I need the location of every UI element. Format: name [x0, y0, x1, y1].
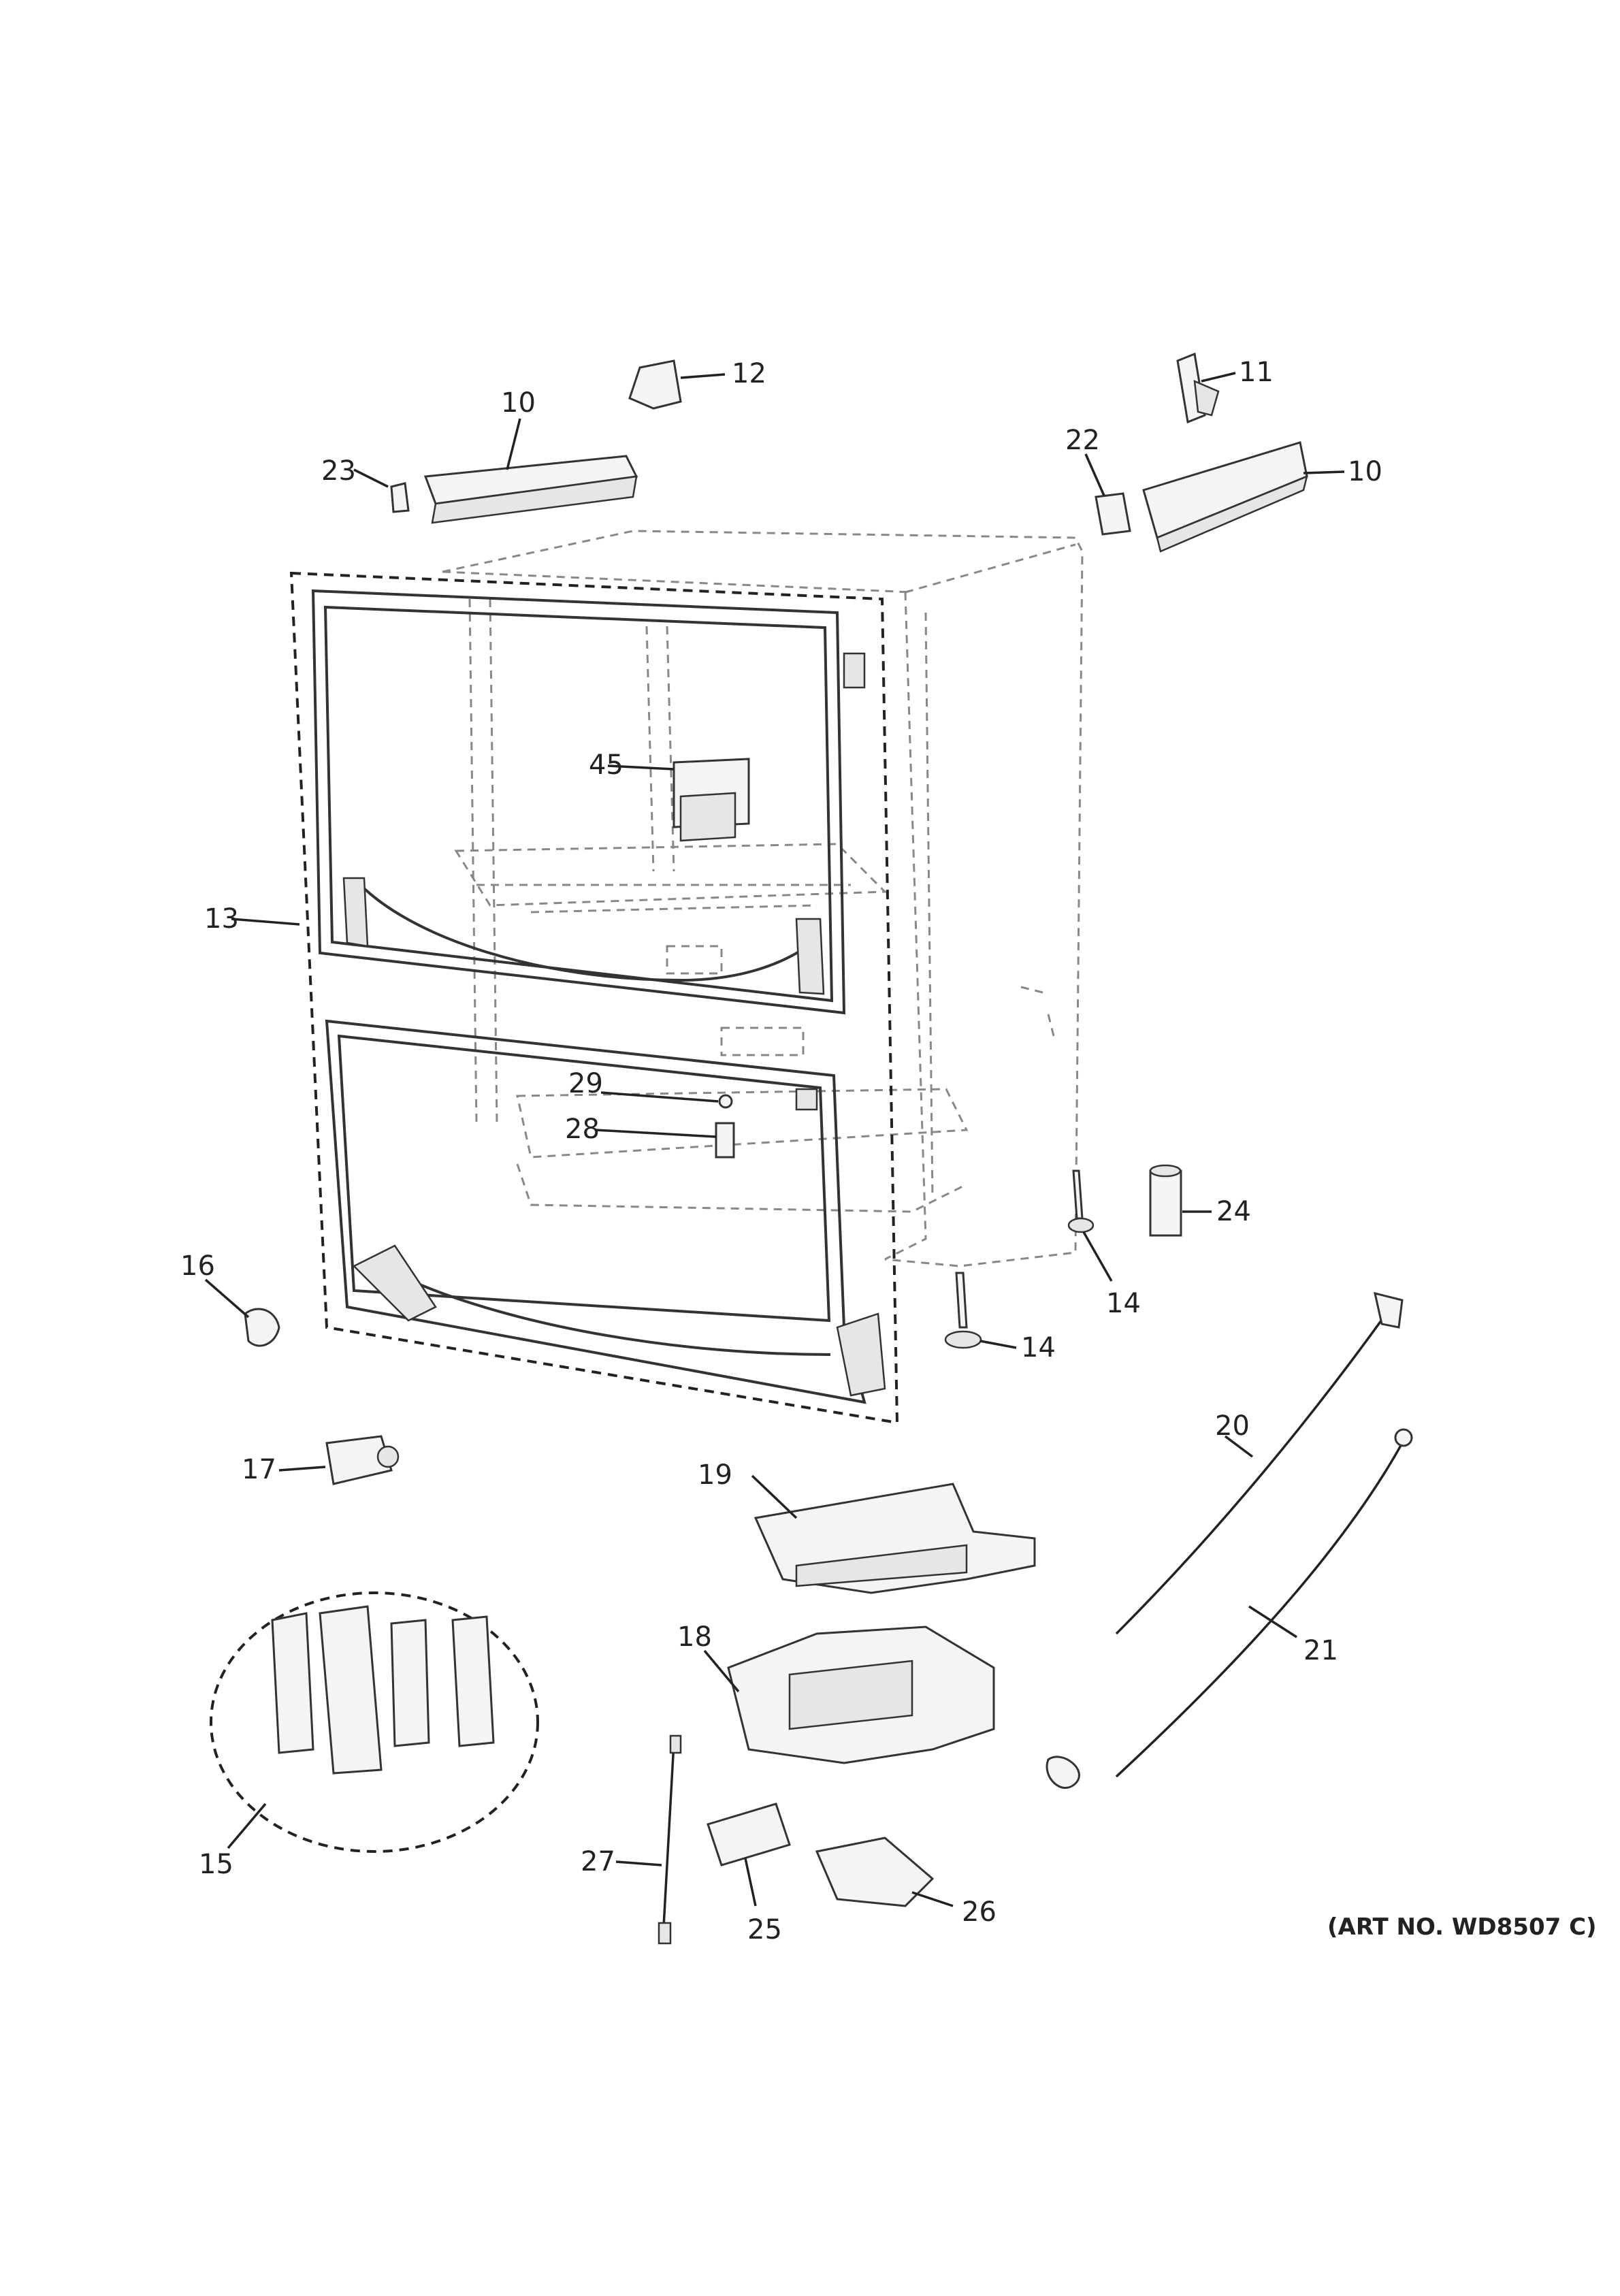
part-27-wire-harness — [658, 1734, 682, 1945]
callout-26-cover: 26 — [962, 1896, 997, 1928]
callout-22-clip: 22 — [1065, 425, 1100, 456]
callout-11-hinge: 11 — [1239, 357, 1274, 388]
part-24-spacer — [1149, 1164, 1182, 1237]
upper-drawer-frame — [311, 589, 866, 1015]
callout-20-power-cord: 20 — [1215, 1410, 1250, 1442]
part-23-clip — [390, 482, 410, 513]
part-16-clip — [244, 1308, 280, 1347]
callout-16-clip: 16 — [180, 1250, 215, 1282]
leader-lines — [204, 372, 1345, 1907]
callout-17-valve: 17 — [242, 1454, 276, 1485]
callout-21-drain-hose: 21 — [1303, 1635, 1338, 1666]
callout-29-screw: 29 — [568, 1068, 603, 1099]
callout-23-clip: 23 — [321, 455, 356, 487]
part-10-left-rail — [423, 455, 638, 524]
part-14-leveling-leg-upper — [1067, 1169, 1095, 1233]
callout-45-block: 45 — [589, 749, 623, 781]
part-28-29-fastener — [715, 1094, 735, 1159]
callout-24-spacer: 24 — [1216, 1196, 1251, 1227]
part-12-bracket — [628, 359, 682, 410]
callout-18-lower-tray: 18 — [677, 1621, 712, 1653]
part-22-clip — [1095, 492, 1131, 536]
part-15-control-boards — [210, 1591, 539, 1853]
callout-25-terminal-block: 25 — [747, 1914, 782, 1945]
callout-28-fastener: 28 — [565, 1114, 600, 1145]
callout-14-leg-lower: 14 — [1021, 1332, 1056, 1363]
door-frame-assembly-box — [289, 571, 899, 1425]
part-25-terminal-block — [707, 1802, 791, 1866]
part-26-cover — [815, 1837, 935, 1907]
part-20-power-cord — [1115, 1291, 1404, 1635]
part-19-upper-cover — [754, 1483, 1036, 1594]
callout-13-door-frame: 13 — [204, 903, 239, 935]
callout-12-bracket: 12 — [732, 358, 766, 389]
callout-19-upper-cover: 19 — [698, 1459, 732, 1491]
cabinet-outline — [442, 530, 1084, 1267]
part-10-right-rail — [1142, 441, 1308, 553]
part-45-block — [673, 758, 750, 842]
part-18-lower-tray — [727, 1626, 995, 1764]
lower-drawer-frame — [325, 1019, 886, 1404]
part-21-drain-hose — [1046, 1428, 1413, 1789]
callout-27-wire-harness: 27 — [581, 1846, 615, 1877]
callout-15-control-boards: 15 — [199, 1849, 233, 1880]
part-11-hinge — [1176, 352, 1220, 424]
art-number: (ART NO. WD8507 C) — [1327, 1913, 1597, 1941]
callout-10-right-rail: 10 — [1348, 456, 1382, 487]
callout-10-left-rail: 10 — [501, 387, 536, 419]
part-17-valve — [325, 1435, 400, 1485]
callout-labels: 10 10 11 12 13 14 14 15 16 17 18 19 20 2… — [180, 357, 1382, 1945]
part-14-leveling-leg-lower — [944, 1272, 982, 1349]
callout-14-leg-upper: 14 — [1106, 1288, 1141, 1319]
